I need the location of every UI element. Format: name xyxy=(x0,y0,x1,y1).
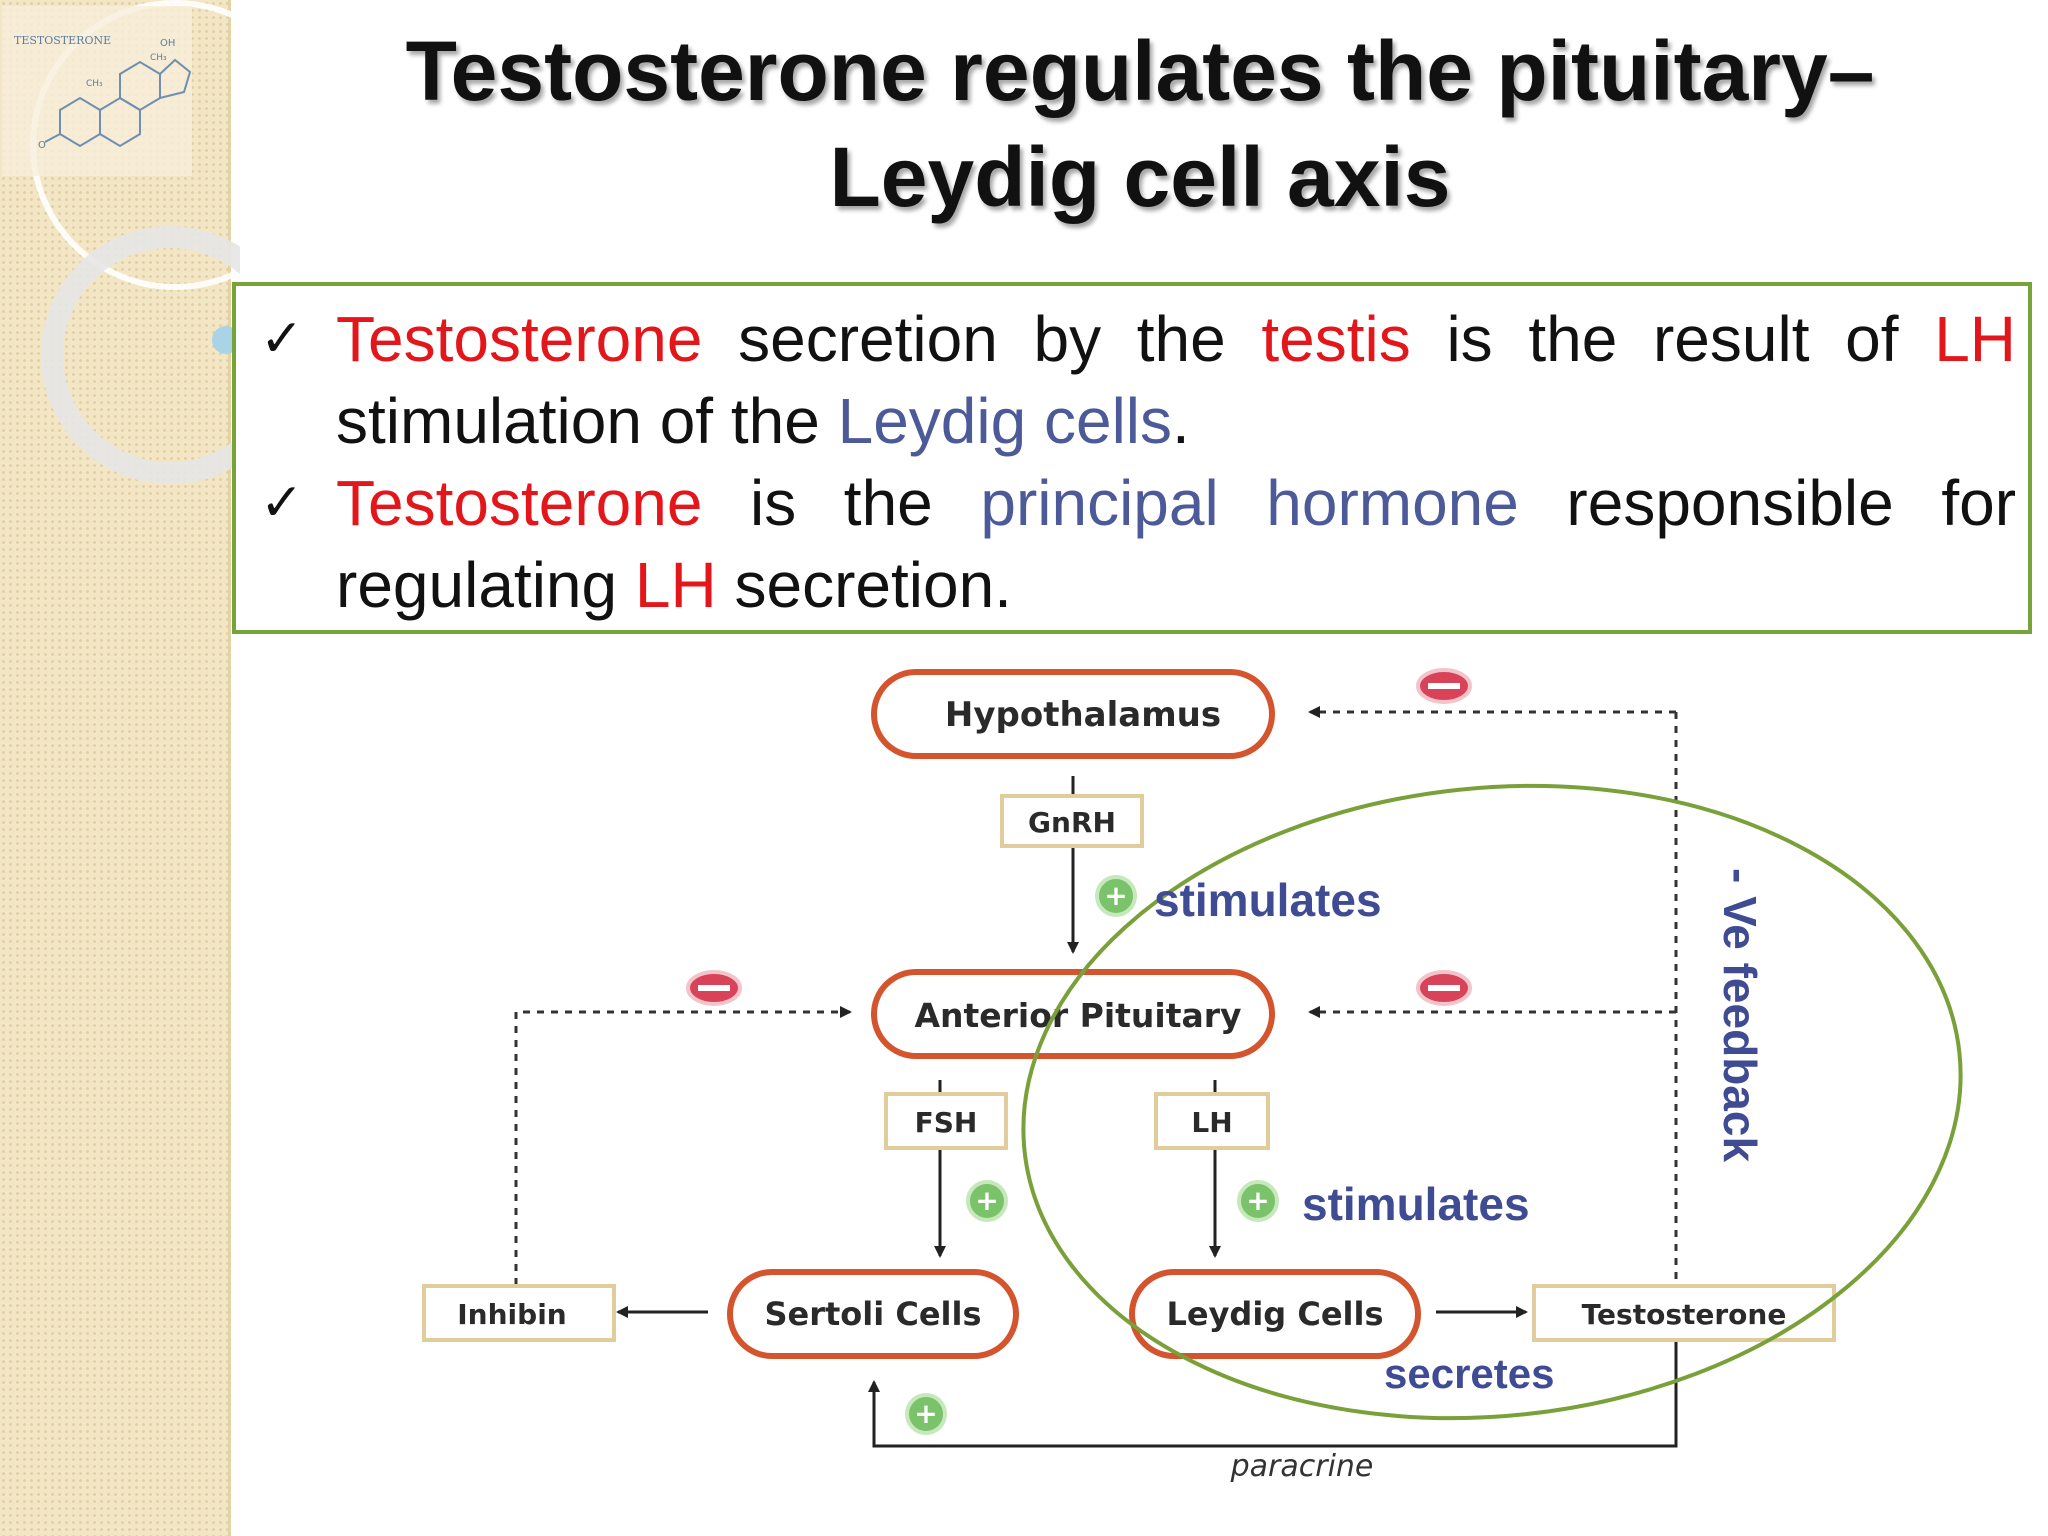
checkmark-icon: ✓ xyxy=(260,473,304,533)
svg-text:Inhibin: Inhibin xyxy=(457,1298,566,1331)
title-line-1: Testosterone regulates the pituitary– xyxy=(405,24,1875,118)
bullet-box: ✓Testosterone secretion by the testis is… xyxy=(232,282,2032,634)
minus-icon xyxy=(686,970,742,1006)
node-hypothalamus: Hypothalamus xyxy=(871,669,1275,759)
slide-title: Testosterone regulates the pituitary– Le… xyxy=(260,18,2020,230)
svg-text:+: + xyxy=(1104,879,1127,912)
negative-feedback-label: - Ve feedback xyxy=(1714,868,1766,1162)
minus-icon xyxy=(1416,970,1472,1006)
highlight-ellipse xyxy=(1021,783,1963,1421)
svg-text:CH₃: CH₃ xyxy=(86,79,103,89)
node-anterior-pituitary: Anterior Pituitary xyxy=(871,969,1275,1059)
plus-icon: + xyxy=(1237,1180,1279,1222)
svg-text:+: + xyxy=(914,1397,937,1430)
svg-text:Sertoli Cells: Sertoli Cells xyxy=(764,1295,981,1333)
svg-text:CH₃: CH₃ xyxy=(150,53,167,63)
plus-icon: + xyxy=(966,1180,1008,1222)
checkmark-icon: ✓ xyxy=(260,309,304,369)
svg-text:Hypothalamus: Hypothalamus xyxy=(945,695,1221,735)
inhibin-feedback-line xyxy=(514,1006,852,1285)
minus-icon xyxy=(1416,668,1472,704)
steroid-structure-icon xyxy=(44,58,192,148)
svg-text:O: O xyxy=(38,140,46,151)
box-lh: LH xyxy=(1154,1092,1270,1150)
node-leydig-cells: Leydig Cells xyxy=(1129,1269,1421,1359)
box-gnrh: GnRH xyxy=(1000,794,1144,848)
svg-text:FSH: FSH xyxy=(915,1106,978,1139)
svg-text:Testosterone: Testosterone xyxy=(1582,1298,1787,1331)
svg-text:GnRH: GnRH xyxy=(1028,806,1116,839)
svg-text:+: + xyxy=(1246,1184,1269,1217)
plus-icon: + xyxy=(1095,875,1137,917)
paracrine-label: paracrine xyxy=(1230,1449,1374,1484)
stimulates-label-2: stimulates xyxy=(1302,1178,1530,1230)
svg-text:Leydig Cells: Leydig Cells xyxy=(1166,1295,1383,1333)
decorative-circles: TESTOSTERONE OH CH₃ CH₃ O xyxy=(2,0,240,484)
bullet-2: ✓Testosterone is the principal hormone r… xyxy=(260,462,2016,626)
svg-text:LH: LH xyxy=(1191,1106,1232,1139)
box-fsh: FSH xyxy=(884,1092,1008,1150)
hormone-axis-diagram: Hypothalamus Anterior Pituitary Sertoli … xyxy=(422,668,1963,1484)
svg-text:+: + xyxy=(975,1184,998,1217)
svg-text:OH: OH xyxy=(160,38,175,49)
box-inhibin: Inhibin xyxy=(422,1284,616,1342)
node-sertoli-cells: Sertoli Cells xyxy=(727,1269,1019,1359)
logo-text: TESTOSTERONE xyxy=(14,34,111,47)
stimulates-label-1: stimulates xyxy=(1154,874,1382,926)
plus-icon: + xyxy=(905,1393,947,1435)
secretes-label: secretes xyxy=(1384,1350,1554,1397)
title-line-2: Leydig cell axis xyxy=(829,130,1451,224)
svg-text:Anterior Pituitary: Anterior Pituitary xyxy=(914,996,1241,1035)
bullet-1: ✓Testosterone secretion by the testis is… xyxy=(260,298,2016,462)
arrow-paracrine-loop xyxy=(868,1338,1678,1448)
box-testosterone: Testosterone xyxy=(1532,1284,1836,1342)
sidebar-background: TESTOSTERONE OH CH₃ CH₃ O xyxy=(0,0,240,1536)
